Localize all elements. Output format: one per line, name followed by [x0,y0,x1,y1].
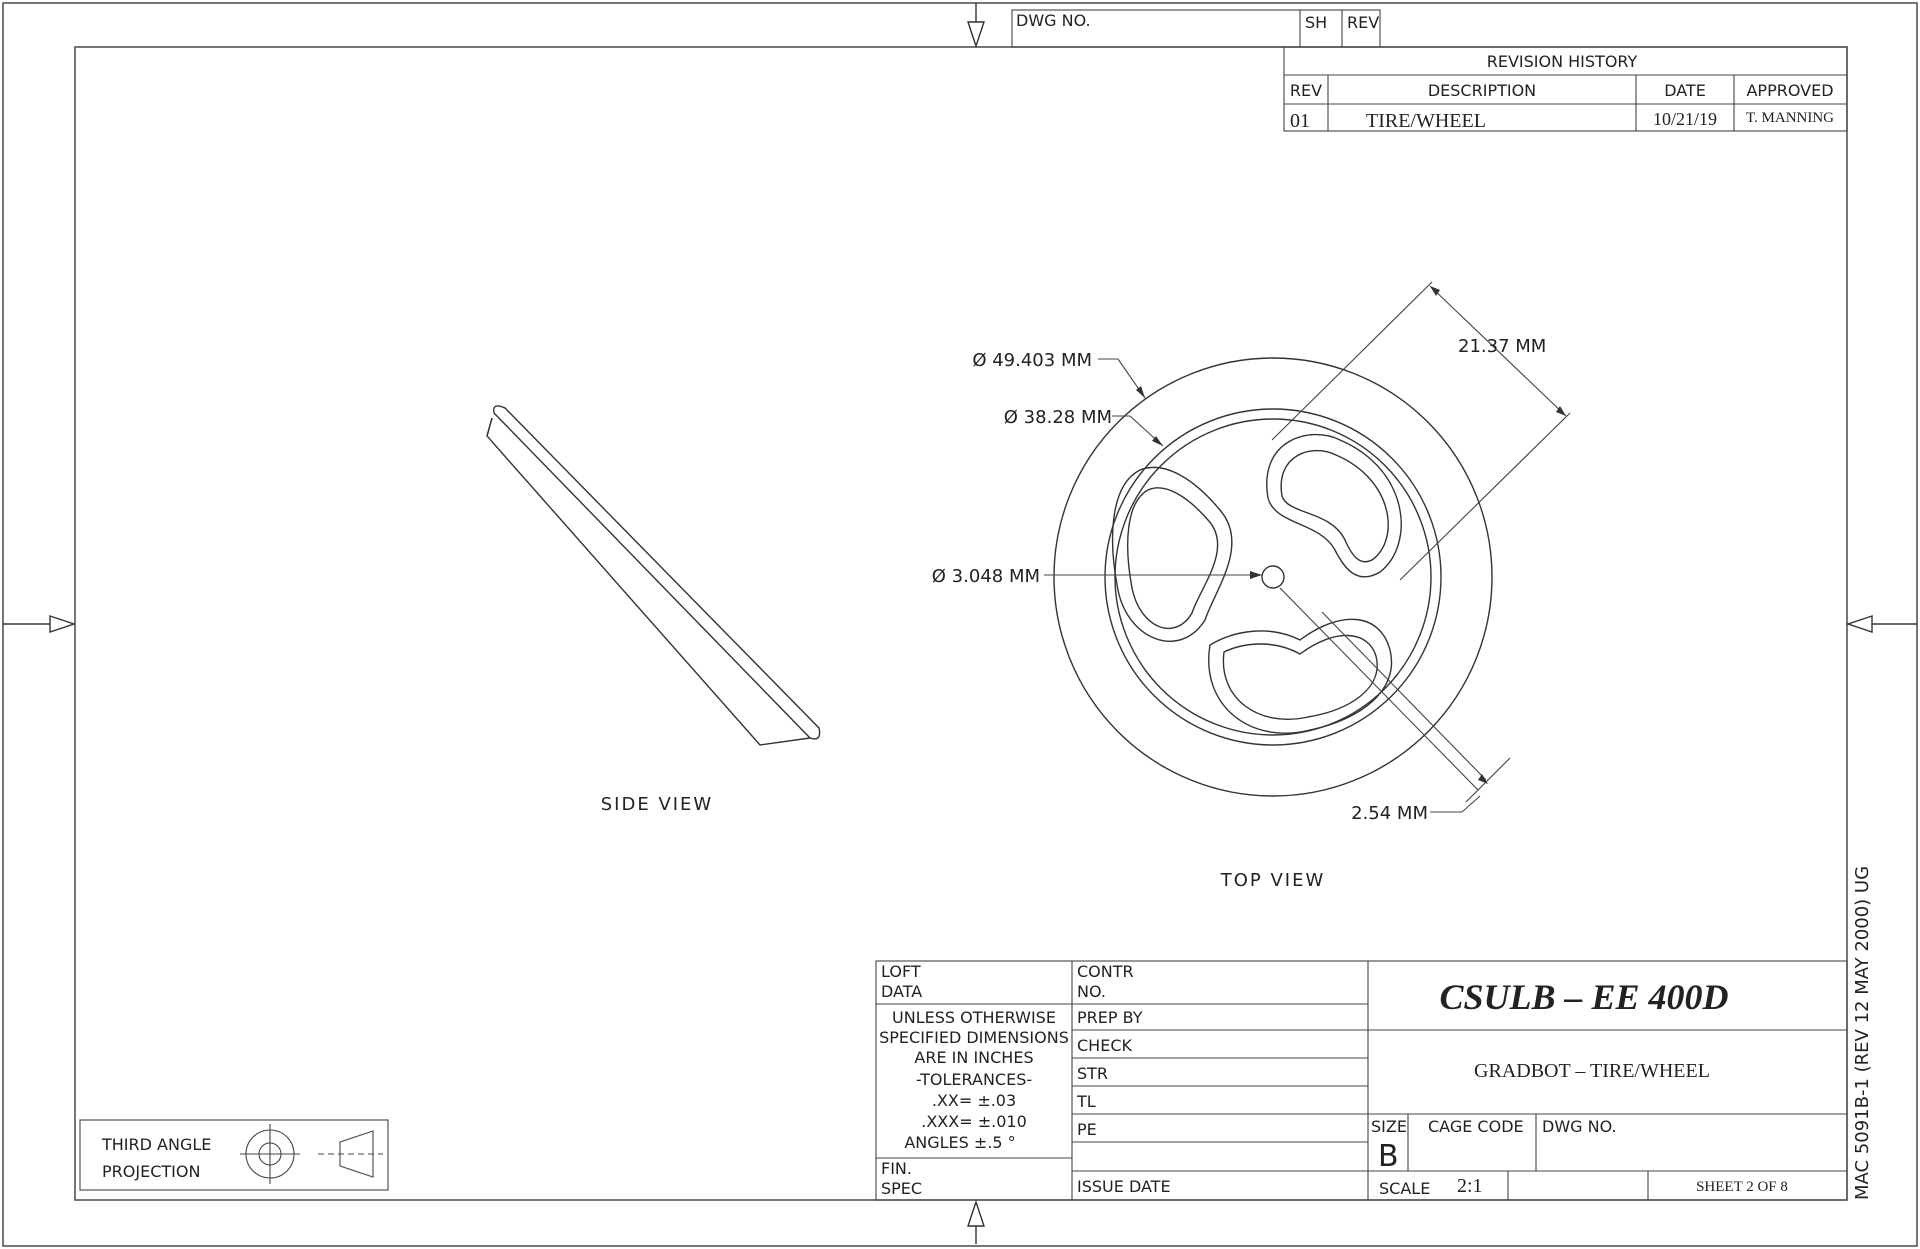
organization-title: CSULB – EE 400D [1439,977,1728,1017]
loft-label-1: LOFT [881,962,921,981]
tolerance-line-2: SPECIFIED DIMENSIONS [879,1028,1069,1047]
fin-label-1: FIN. [881,1159,912,1178]
third-angle-symbol-icon [240,1124,383,1184]
side-view-label: SIDE VIEW [601,794,713,815]
wheel-slot-upper-right [1266,433,1402,578]
projection-line2: PROJECTION [102,1162,200,1181]
pe-label: PE [1077,1120,1097,1139]
loft-label-2: DATA [881,982,922,1001]
issue-date-label: ISSUE DATE [1077,1177,1171,1196]
header-sh-label: SH [1305,13,1327,32]
outer-diameter-label: Ø 49.403 MM [972,350,1092,371]
contr-label-2: NO. [1077,982,1106,1001]
header-box: DWG NO. SH REV [1011,9,1381,48]
fin-label-2: SPEC [881,1179,922,1198]
cage-code-label: CAGE CODE [1428,1117,1524,1136]
revision-row-date: 10/21/19 [1653,109,1717,129]
title-block: LOFT DATA CONTR NO. UNLESS OTHERWISE SPE… [875,960,1848,1201]
revision-col-approved: APPROVED [1746,81,1833,100]
centering-arrow-left-icon [3,615,77,633]
tolerance-line-4: -TOLERANCES- [916,1070,1032,1089]
revision-history-title: REVISION HISTORY [1487,52,1638,71]
wheel-slot-left [1111,466,1233,642]
centering-arrow-top-icon [967,3,985,49]
tolerance-line-3: ARE IN INCHES [914,1048,1033,1067]
tolerance-line-6: .XXX= ±.010 [921,1112,1027,1131]
scale-label: SCALE [1379,1179,1430,1198]
drawing-title: GRADBOT – TIRE/WHEEL [1474,1060,1710,1082]
slot-width-label: 2.54 MM [1351,803,1428,824]
dimension-hole-diameter: Ø 3.048 MM [932,566,1262,587]
form-number-note: MAC 5091B-1 (REV 12 MAY 2000) UG [1852,866,1873,1200]
top-view-label: TOP VIEW [1220,870,1326,891]
tolerance-line-7: ANGLES ±.5 ° [904,1133,1015,1152]
top-view-drawing [1053,357,1493,797]
dimension-slot-length: 21.37 MM [1271,281,1571,581]
hole-diameter-label: Ø 3.048 MM [932,566,1040,587]
prep-by-label: PREP BY [1077,1008,1143,1027]
revision-col-date: DATE [1664,81,1706,100]
sheet-number: SHEET 2 OF 8 [1696,1179,1788,1195]
revision-history-table: REVISION HISTORY REV DESCRIPTION DATE AP… [1283,46,1848,132]
tolerance-line-1: UNLESS OTHERWISE [892,1008,1056,1027]
revision-row-description: TIRE/WHEEL [1366,110,1486,132]
check-label: CHECK [1077,1036,1132,1055]
revision-col-description: DESCRIPTION [1428,81,1536,100]
slot-length-label: 21.37 MM [1458,336,1546,357]
contr-label-1: CONTR [1077,962,1134,981]
centering-arrow-right-icon [1845,615,1917,633]
header-dwg-no-label: DWG NO. [1016,11,1091,30]
tl-label: TL [1076,1092,1096,1111]
wheel-slot-bottom [1208,618,1393,734]
dimension-inner-diameter: Ø 38.28 MM [1004,407,1164,447]
projection-line1: THIRD ANGLE [101,1135,211,1154]
size-value: B [1378,1139,1399,1174]
revision-row-approved: T. MANNING [1746,110,1834,126]
dimension-outer-diameter: Ø 49.403 MM [972,350,1146,399]
tolerance-line-5: .XX= ±.03 [932,1091,1016,1110]
side-view-drawing [486,405,821,746]
centering-arrow-bottom-icon [967,1199,985,1244]
str-label: STR [1077,1064,1108,1083]
dwg-no-label: DWG NO. [1542,1117,1617,1136]
dimension-slot-width: 2.54 MM [1279,587,1511,824]
revision-col-rev: REV [1290,81,1322,100]
projection-box: THIRD ANGLE PROJECTION [79,1119,389,1191]
size-label: SIZE [1371,1117,1407,1136]
scale-value: 2:1 [1457,1175,1483,1197]
revision-row-rev: 01 [1290,110,1310,132]
header-rev-label: REV [1347,13,1379,32]
inner-diameter-label: Ø 38.28 MM [1004,407,1112,428]
